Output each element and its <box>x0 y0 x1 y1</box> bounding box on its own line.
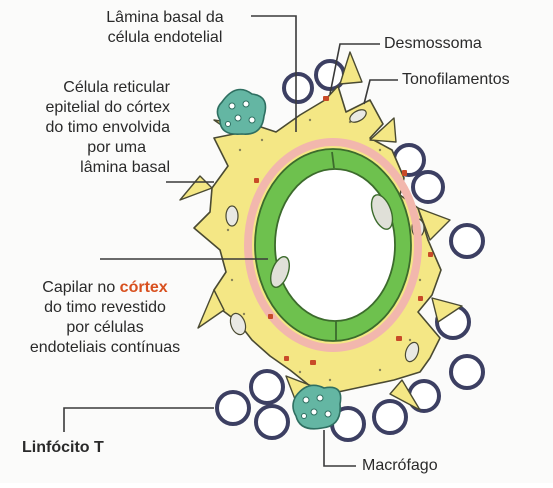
lymphocyte <box>215 390 251 426</box>
desmosomes <box>254 96 433 365</box>
label-lamina-basal-line1: Lâmina basal da <box>106 9 224 26</box>
label-capilar-highlight: córtex <box>119 279 168 296</box>
label-desmossoma: Desmossoma <box>384 35 482 52</box>
reticular-spike <box>197 289 225 329</box>
reticular-spike <box>179 175 213 201</box>
label-lamina-basal-line2: célula endotelial <box>107 29 223 46</box>
label-capilar-prefix: Capilar no <box>42 279 120 296</box>
label-capilar-line2: do timo revestido <box>44 299 166 316</box>
label-linfocito: Linfócito T <box>22 439 104 456</box>
macrophage <box>216 88 267 136</box>
macrophage <box>292 384 342 430</box>
label-capilar: Capilar no córtex do timo revestido por … <box>10 278 200 358</box>
label-reticular-line1: Célula reticular <box>63 79 170 96</box>
capillary <box>254 148 412 342</box>
lymphocyte <box>372 399 408 435</box>
leader-lamina-basal <box>251 15 297 132</box>
label-reticular-cell: Célula reticular epitelial do córtex do … <box>20 78 170 178</box>
reticular-spike <box>339 51 363 85</box>
endothelial-junction <box>331 151 335 169</box>
label-reticular-line5: lâmina basal <box>80 159 170 176</box>
endothelial-nucleus <box>270 256 290 288</box>
leader-linfocito <box>63 407 214 432</box>
label-reticular-line3: do timo envolvida <box>45 119 170 136</box>
leader-tonofilamentos <box>363 79 398 105</box>
label-reticular-line4: por uma <box>87 139 146 156</box>
leader-lines <box>63 15 398 467</box>
reticular-spike <box>369 117 397 143</box>
label-lamina-basal: Lâmina basal da célula endotelial <box>80 8 250 48</box>
lymphocyte <box>314 59 346 91</box>
label-capilar-line4: endoteliais contínuas <box>29 339 181 356</box>
reticular-spike <box>389 379 421 411</box>
basal-lamina <box>244 138 422 352</box>
lymphocyte <box>249 369 285 405</box>
label-tonofilamentos: Tonofilamentos <box>402 71 510 88</box>
leader-desmossoma <box>329 43 380 95</box>
lymphocyte <box>449 354 485 390</box>
endothelial-nucleus <box>370 194 394 230</box>
label-macrofago: Macrófago <box>362 457 438 474</box>
lymphocyte <box>282 72 314 104</box>
lymphocyte <box>254 404 290 440</box>
lymphocyte <box>411 170 445 204</box>
label-capilar-line1: Capilar no córtex <box>10 278 200 298</box>
leader-macrofago <box>323 430 356 467</box>
capillary-lumen <box>274 168 396 322</box>
label-capilar-line3: por células <box>66 319 144 336</box>
label-reticular-line2: epitelial do córtex <box>45 99 170 116</box>
reticular-spike <box>431 297 463 323</box>
macrophages <box>216 88 342 430</box>
lymphocyte <box>449 223 485 259</box>
